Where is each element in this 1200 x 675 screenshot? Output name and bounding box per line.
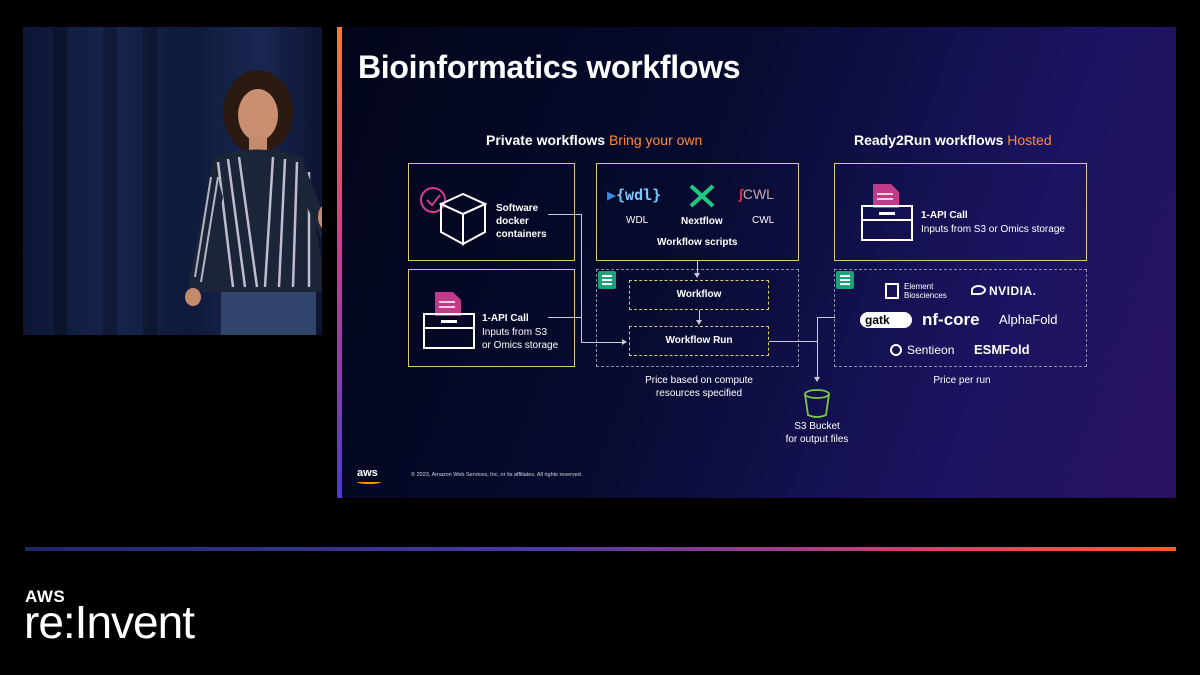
speaker-video — [23, 27, 322, 335]
software-containers-label: Software docker containers — [496, 203, 547, 240]
speaker-figure — [185, 70, 322, 335]
curtain-fold — [143, 27, 157, 335]
esmfold-logo: ESMFold — [974, 342, 1030, 357]
wdl-logo-text: {wdl} — [616, 186, 662, 204]
gatk-logo: gatk — [865, 313, 890, 327]
curtain-fold — [103, 27, 117, 335]
private-heading-text: Private workflows — [486, 132, 606, 148]
element-biosciences-icon — [885, 283, 899, 299]
connector-line — [548, 317, 582, 318]
cwl-logo-text: CWL — [742, 186, 774, 202]
omics-service-icon — [598, 271, 616, 289]
curtain-fold — [53, 27, 67, 335]
cwl-label: CWL — [752, 215, 775, 226]
ready-api-title: 1-API Call — [921, 210, 968, 221]
workflow-scripts-box: ▶{wdl} WDL Nextflow ∫CWL CWL Workflow sc… — [596, 163, 799, 261]
aws-logo: aws — [357, 467, 378, 479]
connector-line — [581, 342, 623, 343]
private-heading-accent: Bring your own — [608, 132, 703, 148]
ready2run-providers-area — [834, 269, 1087, 367]
nextflow-icon — [689, 184, 715, 208]
ready-heading-accent: Hosted — [1007, 132, 1052, 148]
omics-service-icon — [836, 271, 854, 289]
nextflow-label: Nextflow — [681, 216, 723, 227]
brand-gradient-bar — [25, 547, 1176, 551]
docker-containers-box: Software docker containers — [408, 163, 575, 261]
copyright-text: © 2023, Amazon Web Services, Inc. or its… — [411, 472, 583, 478]
connector-line — [548, 214, 582, 215]
element-biosciences-logo: Element Biosciences — [904, 282, 947, 300]
api-call-description: Inputs from S3 or Omics storage — [482, 327, 559, 351]
s3-bucket-icon — [804, 389, 830, 418]
s3-bucket-label: S3 Bucket for output files — [785, 421, 849, 445]
nf-core-logo: nf-core — [922, 310, 980, 329]
connector-line — [817, 317, 835, 318]
alphafold-logo: AlphaFold — [999, 312, 1058, 327]
ready-api-description: Inputs from S3 or Omics storage — [921, 224, 1065, 235]
nvidia-eye-icon — [971, 285, 986, 295]
ready-api-call-box: 1-API Call Inputs from S3 or Omics stora… — [834, 163, 1087, 261]
private-api-call-box: 1-API Call Inputs from S3 or Omics stora… — [408, 269, 575, 367]
price-compute-label: Price based on compute resources specifi… — [645, 375, 753, 399]
connector-line — [699, 310, 700, 321]
aws-smile-icon — [357, 480, 381, 484]
workflow-scripts-label: Workflow scripts — [657, 237, 738, 248]
arrow-right-icon — [622, 339, 627, 345]
reinvent-brand-logo: re:Invent — [24, 596, 195, 648]
connector-line — [817, 317, 818, 379]
workflow-run-box: Workflow Run — [629, 326, 769, 356]
slide-accent-edge — [337, 27, 342, 498]
docker-box-icon — [420, 187, 487, 246]
ready2run-heading: Ready2Run workflows Hosted — [854, 132, 1052, 148]
workflow-run-label: Workflow Run — [665, 335, 733, 346]
workflow-label: Workflow — [676, 289, 722, 300]
arrow-down-icon — [696, 320, 702, 325]
wdl-label: WDL — [626, 215, 649, 226]
api-call-title: 1-API Call — [482, 313, 529, 324]
workflow-box: Workflow — [629, 280, 769, 310]
arrow-down-icon — [694, 273, 700, 278]
inbox-icon — [423, 292, 475, 349]
ready-heading-text: Ready2Run workflows — [854, 132, 1004, 148]
connector-line — [581, 214, 582, 342]
sentieon-logo: Sentieon — [907, 343, 955, 357]
presentation-slide: Bioinformatics workflows Private workflo… — [337, 27, 1176, 498]
arrow-down-icon — [814, 377, 820, 382]
cwl-logo: ∫CWL — [739, 186, 774, 202]
connector-line — [769, 341, 817, 342]
private-workflows-heading: Private workflows Bring your own — [486, 132, 702, 148]
nvidia-logo: NVIDIA. — [989, 284, 1037, 298]
aws-brand-label: AWS — [25, 587, 66, 606]
gatk-logo-badge: gatk — [860, 312, 912, 328]
inbox-icon — [861, 184, 913, 241]
price-per-run-label: Price per run — [933, 375, 991, 386]
wdl-logo: ▶{wdl} — [607, 186, 662, 204]
slide-title: Bioinformatics workflows — [358, 49, 741, 85]
sentieon-icon — [890, 344, 902, 356]
connector-line — [697, 261, 698, 275]
